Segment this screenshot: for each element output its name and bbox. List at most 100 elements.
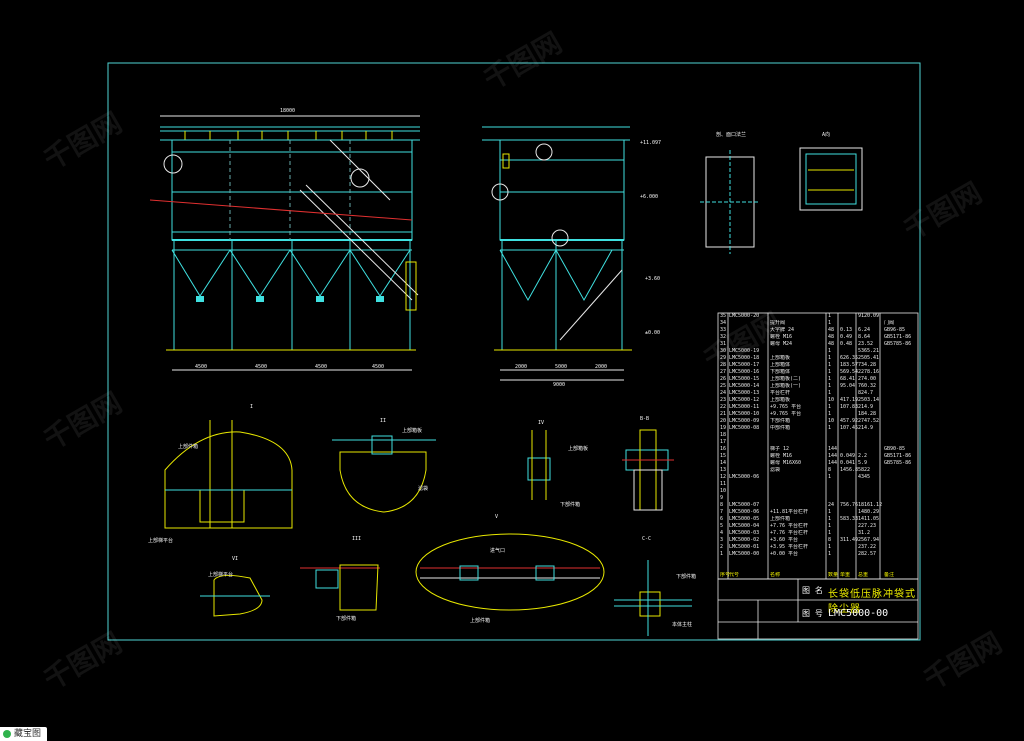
table-cell: 107.83: [840, 404, 859, 410]
table-cell: +7.76 平台栏杆: [770, 530, 809, 536]
table-cell: 上部箱体: [770, 362, 791, 368]
dim-side-a: 2000: [515, 364, 527, 370]
table-cell: 1: [828, 404, 832, 410]
table-cell: 提升阀: [770, 320, 786, 326]
table-cell: 8.64: [858, 334, 871, 340]
table-cell: 10: [828, 418, 835, 424]
table-cell: 184.28: [858, 411, 877, 417]
annotation-4: 滤袋: [418, 485, 428, 492]
table-cell: 1: [828, 530, 832, 536]
dim-side-b: 5000: [555, 364, 567, 370]
table-cell: 1: [828, 544, 832, 550]
annotation-3: 下部件箱: [560, 501, 580, 508]
table-cell: +3.95 平台栏杆: [770, 544, 809, 550]
table-cell: 0.041: [840, 460, 856, 466]
table-header-cell: 数量: [828, 572, 839, 578]
table-cell: 19: [720, 425, 727, 431]
table-cell: LMC5000-13: [729, 390, 760, 396]
table-cell: 16: [720, 446, 727, 452]
table-cell: 1: [828, 523, 832, 529]
dim-side-c: 2000: [595, 364, 607, 370]
table-cell: 237.22: [858, 544, 877, 550]
table-cell: 11: [720, 481, 727, 487]
table-cell: LMC5000-16: [729, 369, 760, 375]
table-cell: 中部件箱: [770, 425, 791, 431]
table-cell: 22: [720, 404, 727, 410]
table-cell: 0.49: [840, 334, 853, 340]
table-cell: 2: [720, 544, 724, 550]
table-cell: 34: [720, 320, 727, 326]
table-cell: 1: [828, 425, 832, 431]
table-cell: 214.9: [858, 404, 874, 410]
table-cell: LMC5000-10: [729, 411, 760, 417]
annotation-labels: 上部件箱 上部梯平台 上部箱板 上部箱板 下部件箱 滤袋 进气口 上部件箱 上部…: [148, 427, 696, 628]
table-cell: +7.76 平台栏杆: [770, 523, 809, 529]
table-cell: LMC5000-18: [729, 355, 760, 361]
table-cell: 1: [828, 383, 832, 389]
table-cell: 18: [720, 432, 727, 438]
table-cell: LMC5000-03: [729, 530, 760, 536]
a-direction-view: [799, 147, 863, 211]
table-cell: 2503.14: [858, 397, 880, 403]
table-cell: 螺栓 M16: [770, 453, 793, 459]
table-cell: 569.54: [840, 369, 859, 375]
detail-view-1: [164, 420, 293, 529]
table-cell: 上部箱板: [770, 397, 791, 403]
watermark-badge[interactable]: 藏宝图: [0, 727, 48, 741]
table-cell: 24: [720, 390, 727, 396]
table-cell: 48: [828, 334, 835, 340]
dim-bay4: 4500: [372, 364, 384, 370]
table-cell: LMC5000-06: [729, 474, 760, 480]
table-cell: 15: [720, 453, 727, 459]
table-cell: 0.049: [840, 453, 856, 459]
flange-section-view: [700, 150, 760, 254]
detail-view-5: [415, 533, 605, 611]
table-cell: 33: [720, 327, 727, 333]
annotation-9: 上部件箱: [470, 617, 490, 624]
table-cell: LMC5000-02: [729, 537, 760, 543]
table-cell: 23.52: [858, 341, 874, 347]
table-cell: 1: [828, 313, 832, 319]
dimension-labels: 18000 4500 4500 4500 4500 2000 5000 2000…: [195, 108, 661, 388]
drawing-title: 长袋低压脉冲袋式除尘器: [828, 589, 916, 615]
table-cell: GB5171-86: [884, 334, 912, 340]
table-cell: 4: [720, 530, 724, 536]
table-cell: 1: [828, 362, 832, 368]
table-cell: 68.41: [840, 376, 856, 382]
annotation-8: 本体主柱: [672, 621, 692, 628]
table-cell: 30: [720, 348, 727, 354]
table-cell: GB5785-86: [884, 460, 912, 466]
table-cell: +9.765 平台: [770, 404, 802, 410]
table-cell: 上部件箱: [770, 516, 791, 522]
dim-side-total: 9000: [553, 382, 565, 388]
table-cell: 734.28: [858, 362, 877, 368]
table-cell: 13: [720, 467, 727, 473]
table-cell: LMC5000-09: [729, 418, 760, 424]
dim-bay1: 4500: [195, 364, 207, 370]
detail-view-4: [622, 429, 674, 511]
table-cell: 10: [828, 397, 835, 403]
table-header-cell: 序号: [720, 572, 731, 578]
table-cell: 457.92: [840, 418, 859, 424]
table-cell: 2278.16: [858, 369, 880, 375]
table-cell: 4345: [858, 474, 871, 480]
table-cell: GB90-85: [884, 446, 906, 452]
table-cell: 上部箱板(一): [770, 383, 802, 389]
table-cell: LMC5000-00: [729, 551, 760, 557]
annotation-2b: 上部箱板: [568, 445, 588, 452]
table-cell: 35: [720, 313, 727, 319]
view-label-section: 剖、面口法兰: [716, 131, 746, 138]
table-header-cell: 单重: [840, 572, 851, 578]
